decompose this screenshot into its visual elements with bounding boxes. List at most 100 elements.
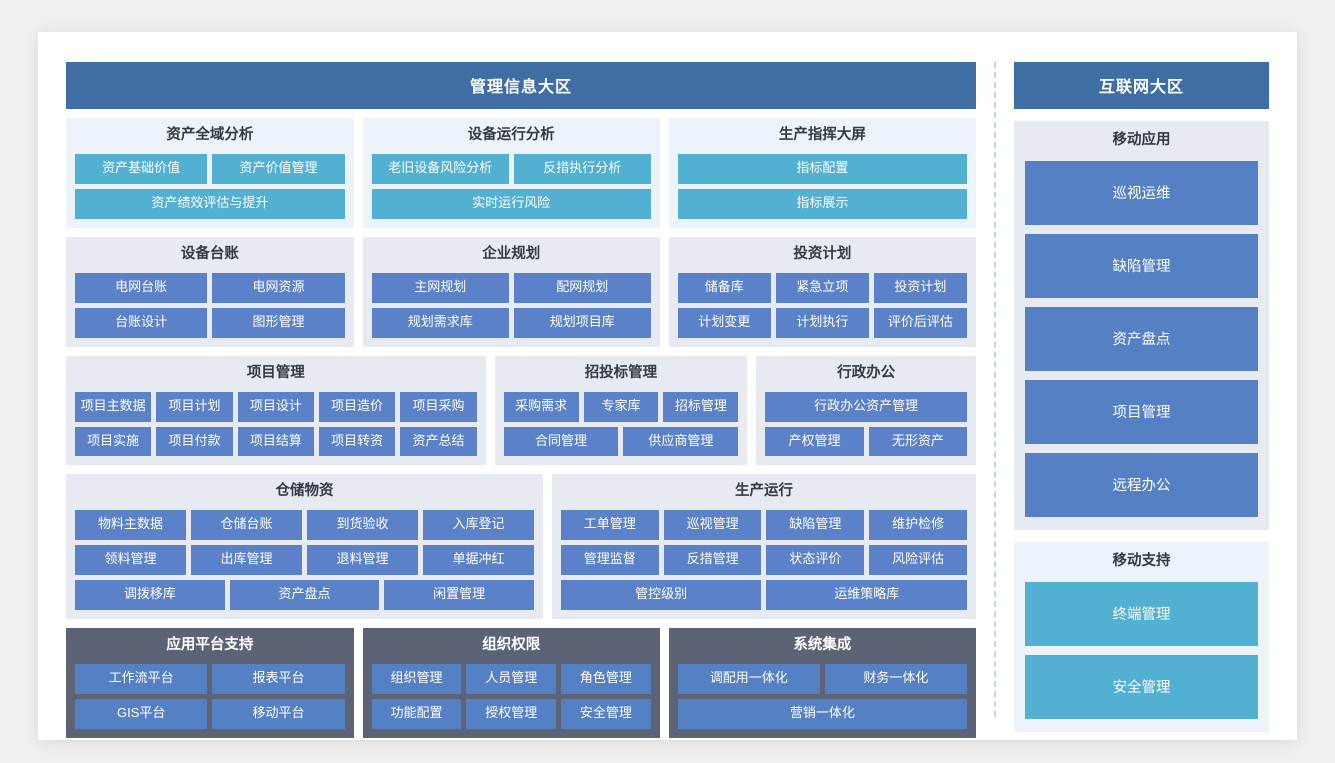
module-button[interactable]: 指标配置 [677, 153, 967, 184]
module-button[interactable]: 专家库 [583, 391, 659, 422]
module-button-row: 指标配置 [677, 153, 967, 184]
module-button[interactable]: 资产盘点 [229, 580, 380, 611]
module-button[interactable]: 工作流平台 [75, 664, 208, 695]
zone-divider [994, 62, 996, 717]
module-button[interactable]: 人员管理 [466, 664, 557, 695]
card-row: 设备台账电网台账电网资源台账设计图形管理企业规划主网规划配网规划规划需求库规划项… [66, 236, 976, 347]
module-button[interactable]: 合同管理 [503, 426, 619, 457]
module-button[interactable]: 到货验收 [306, 510, 418, 541]
module-button[interactable]: 供应商管理 [623, 426, 739, 457]
module-button[interactable]: 项目计划 [156, 391, 233, 422]
module-button[interactable]: 闲置管理 [384, 580, 534, 611]
module-button[interactable]: 资产绩效评估与提升 [75, 188, 345, 219]
architecture-diagram: 管理信息大区 资产全域分析资产基础价值资产价值管理资产绩效评估与提升设备运行分析… [66, 62, 1269, 738]
mobile-module-button[interactable]: 终端管理 [1025, 581, 1258, 646]
module-button[interactable]: 状态评价 [766, 545, 865, 576]
module-button-row: 主网规划配网规划 [371, 272, 651, 303]
module-button[interactable]: 出库管理 [190, 545, 302, 576]
module-button-row: 计划变更计划执行评价后评估 [677, 307, 967, 338]
module-button[interactable]: 维护检修 [869, 510, 968, 541]
management-information-zone: 管理信息大区 资产全域分析资产基础价值资产价值管理资产绩效评估与提升设备运行分析… [66, 62, 977, 738]
module-card: 生产指挥大屏指标配置指标展示 [668, 118, 976, 228]
module-button[interactable]: 电网资源 [212, 272, 345, 303]
module-button[interactable]: 仓储台账 [190, 510, 302, 541]
module-button[interactable]: 管理监督 [560, 545, 659, 576]
module-button[interactable]: 老旧设备风险分析 [371, 153, 509, 184]
module-button[interactable]: 图形管理 [212, 307, 345, 338]
module-button[interactable]: 领料管理 [75, 545, 186, 576]
module-button[interactable]: 营销一体化 [677, 699, 967, 729]
module-button[interactable]: 采购需求 [503, 391, 579, 422]
module-button[interactable]: 缺陷管理 [766, 510, 865, 541]
mobile-module-button[interactable]: 远程办公 [1025, 452, 1258, 517]
module-button[interactable]: 紧急立项 [775, 272, 869, 303]
module-button[interactable]: 入库登记 [422, 510, 534, 541]
module-button[interactable]: 产权管理 [765, 426, 864, 457]
module-button[interactable]: 调配用一体化 [677, 664, 820, 695]
module-button[interactable]: 实时运行风险 [371, 188, 651, 219]
module-button[interactable]: 主网规划 [371, 272, 509, 303]
module-button[interactable]: 角色管理 [561, 664, 651, 695]
module-button[interactable]: 风险评估 [869, 545, 968, 576]
mobile-module-button[interactable]: 资产盘点 [1025, 306, 1258, 371]
module-button[interactable]: 运维策略库 [766, 580, 967, 611]
module-button[interactable]: 项目结算 [237, 426, 314, 457]
module-button[interactable]: 移动平台 [212, 699, 345, 729]
module-button[interactable]: 单据冲红 [422, 545, 534, 576]
module-button[interactable]: 计划执行 [775, 307, 869, 338]
module-card: 项目管理项目主数据项目计划项目设计项目造价项目采购项目实施项目付款项目结算项目转… [66, 355, 486, 466]
module-button[interactable]: 配网规划 [513, 272, 651, 303]
module-button[interactable]: 功能配置 [371, 699, 462, 729]
internet-zone-cards: 移动应用巡视运维缺陷管理资产盘点项目管理远程办公移动支持终端管理安全管理 [1014, 121, 1269, 732]
module-button[interactable]: 指标展示 [677, 188, 967, 219]
mobile-module-button[interactable]: 项目管理 [1025, 379, 1258, 444]
module-button[interactable]: 反措执行分析 [513, 153, 651, 184]
module-button-row: 工作流平台报表平台 [75, 664, 345, 695]
module-button[interactable]: 规划需求库 [371, 307, 509, 338]
module-button[interactable]: 行政办公资产管理 [765, 391, 968, 422]
module-button[interactable]: 计划变更 [677, 307, 771, 338]
module-button[interactable]: 调拨移库 [75, 580, 225, 611]
module-button[interactable]: 项目转资 [318, 426, 396, 457]
module-button[interactable]: 电网台账 [75, 272, 208, 303]
module-button[interactable]: 组织管理 [371, 664, 462, 695]
module-button[interactable]: 项目采购 [400, 391, 477, 422]
mobile-module-button[interactable]: 巡视运维 [1025, 160, 1258, 225]
module-button[interactable]: 退料管理 [306, 545, 418, 576]
module-button[interactable]: 项目实施 [75, 426, 152, 457]
module-button-row: GIS平台移动平台 [75, 699, 345, 729]
module-button[interactable]: 储备库 [677, 272, 771, 303]
module-button[interactable]: 资产基础价值 [75, 153, 208, 184]
module-button-row: 指标展示 [677, 188, 967, 219]
module-button[interactable]: 巡视管理 [663, 510, 762, 541]
module-button[interactable]: 报表平台 [212, 664, 345, 695]
module-card: 组织权限组织管理人员管理角色管理功能配置授权管理安全管理 [362, 628, 660, 738]
module-button[interactable]: 项目设计 [237, 391, 314, 422]
module-button[interactable]: 项目造价 [318, 391, 396, 422]
module-button[interactable]: 反措管理 [663, 545, 762, 576]
module-button[interactable]: 工单管理 [560, 510, 659, 541]
module-button[interactable]: 安全管理 [561, 699, 651, 729]
module-button[interactable]: 评价后评估 [873, 307, 967, 338]
mobile-module-card-title: 移动应用 [1112, 132, 1171, 148]
module-button[interactable]: 管控级别 [560, 580, 762, 611]
module-button[interactable]: 台账设计 [75, 307, 208, 338]
module-button[interactable]: 资产总结 [400, 426, 477, 457]
module-button[interactable]: 财务一体化 [824, 664, 967, 695]
internet-zone-banner: 互联网大区 [1014, 62, 1269, 109]
module-button[interactable]: 项目付款 [156, 426, 233, 457]
mobile-module-card-title: 移动支持 [1112, 552, 1171, 569]
module-button[interactable]: 物料主数据 [75, 510, 186, 541]
module-button[interactable]: 授权管理 [466, 699, 557, 729]
mobile-module-button[interactable]: 缺陷管理 [1025, 233, 1258, 298]
module-button[interactable]: 规划项目库 [513, 307, 651, 338]
module-button[interactable]: 项目主数据 [75, 391, 152, 422]
module-button[interactable]: 无形资产 [868, 426, 968, 457]
module-button[interactable]: 招标管理 [663, 391, 739, 422]
module-button[interactable]: 投资计划 [873, 272, 967, 303]
mobile-module-button[interactable]: 安全管理 [1025, 654, 1258, 719]
module-button[interactable]: GIS平台 [75, 699, 208, 729]
module-button[interactable]: 资产价值管理 [212, 153, 345, 184]
